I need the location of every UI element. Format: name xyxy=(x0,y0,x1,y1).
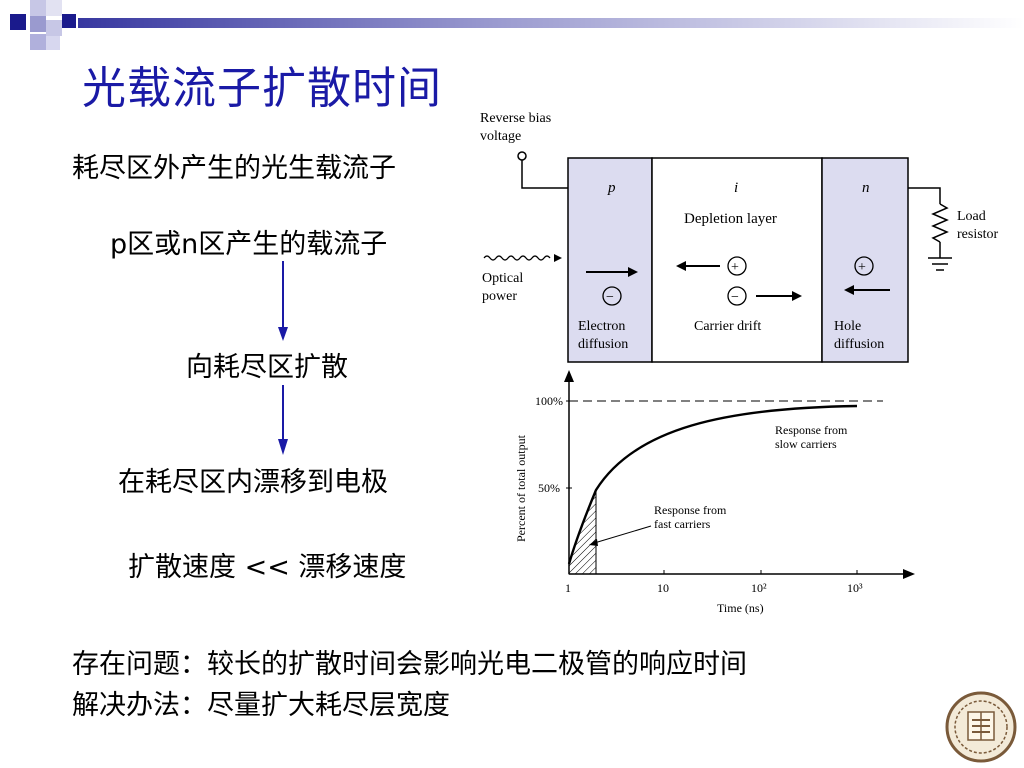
heading-text: 耗尽区外产生的光生载流子 xyxy=(72,153,396,184)
optical-wave-icon xyxy=(483,255,551,261)
annotation-pointer xyxy=(590,525,652,545)
hole-diffusion-label-1: Hole xyxy=(834,319,861,334)
n-region xyxy=(821,157,909,363)
load-resistor-label-2: resistor xyxy=(957,227,999,242)
hole-icon xyxy=(854,256,874,276)
electron-icon xyxy=(727,286,747,306)
response-chart: 100% 50% 1 10 10² 10³ Time (ns) Percent … xyxy=(514,370,915,615)
pin-diode-diagram: Reverse bias voltage p i n Depletion lay… xyxy=(480,111,999,363)
bias-terminal xyxy=(517,151,527,161)
x-tick-1000: 10³ xyxy=(847,581,863,595)
step3-text: 在耗尽区内漂移到电极 xyxy=(118,467,388,498)
header-gradient-bar xyxy=(78,18,1024,28)
n-label: n xyxy=(862,180,870,196)
hole-diffusion-label-2: diffusion xyxy=(834,337,884,352)
corner-decoration xyxy=(0,0,90,60)
x-tick-1: 1 xyxy=(565,581,571,595)
step2-text: 向耗尽区扩散 xyxy=(186,352,348,383)
optical-power-label-2: power xyxy=(482,289,517,304)
down-arrow-icon xyxy=(278,261,288,341)
resistor-icon xyxy=(931,203,949,243)
slow-carriers-label-1: Response from xyxy=(775,423,848,437)
electron-diffusion-label-2: diffusion xyxy=(578,337,628,352)
electron-diffusion-label-1: Electron xyxy=(578,319,625,334)
flow-arrows xyxy=(278,261,288,455)
electron-icon xyxy=(602,286,622,306)
ground-icon xyxy=(928,257,952,271)
fast-carriers-label-1: Response from xyxy=(654,503,727,517)
i-label: i xyxy=(734,180,738,196)
x-tick-10: 10 xyxy=(657,581,669,595)
reverse-bias-label-1: Reverse bias xyxy=(480,111,551,126)
response-curve xyxy=(567,404,858,565)
x-tick-100: 10² xyxy=(751,581,767,595)
fast-carriers-label-2: fast carriers xyxy=(654,517,711,531)
step1-text: p区或n区产生的载流子 xyxy=(110,229,388,260)
p-region xyxy=(567,157,653,363)
hole-sign: + xyxy=(858,260,866,275)
hole-sign: + xyxy=(731,260,739,275)
hole-icon xyxy=(727,256,747,276)
x-axis-label: Time (ns) xyxy=(717,601,764,615)
page-title: 光载流子扩散时间 xyxy=(82,63,442,114)
solution-text: 解决办法：尽量扩大耗尽层宽度 xyxy=(72,690,450,721)
reverse-bias-label-2: voltage xyxy=(480,129,521,144)
optical-power-label-1: Optical xyxy=(482,271,523,286)
electron-sign: − xyxy=(731,290,739,305)
y-tick-50: 50% xyxy=(538,481,560,495)
y-axis-label: Percent of total output xyxy=(514,434,528,542)
problem-text: 存在问题：较长的扩散时间会影响光电二极管的响应时间 xyxy=(72,649,747,680)
depletion-layer-label: Depletion layer xyxy=(684,211,777,227)
slow-carriers-label-2: slow carriers xyxy=(775,437,837,451)
university-seal-icon xyxy=(945,691,1017,763)
electron-sign: − xyxy=(606,290,614,305)
y-tick-100: 100% xyxy=(535,394,563,408)
depletion-region xyxy=(651,157,823,363)
load-resistor-label-1: Load xyxy=(957,209,986,224)
carrier-drift-label: Carrier drift xyxy=(694,319,761,334)
comparison-text: 扩散速度 << 漂移速度 xyxy=(128,552,407,583)
down-arrow-icon xyxy=(278,385,288,455)
p-label: p xyxy=(607,180,616,196)
